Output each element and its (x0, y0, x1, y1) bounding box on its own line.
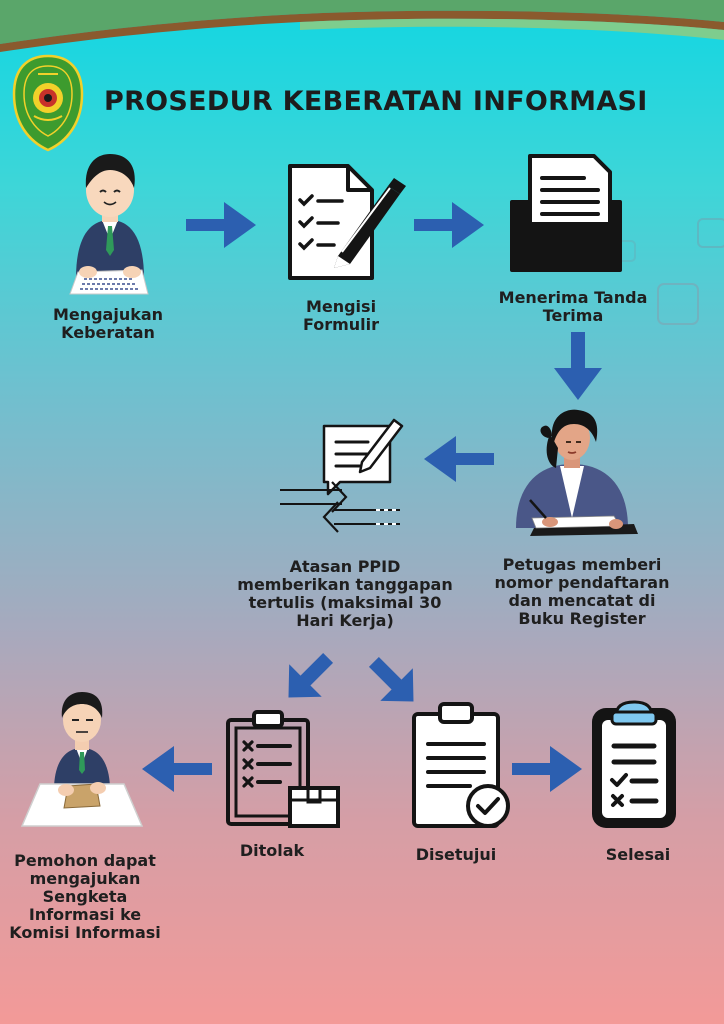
label-line: Ditolak (239, 841, 305, 860)
label-line: Selesai (605, 845, 671, 864)
form-with-pen-icon (288, 164, 406, 280)
right-arrow-icon (512, 746, 582, 792)
step-label-selesai: Selesai (590, 846, 686, 864)
left-arrow-icon (142, 746, 212, 792)
decor-square (697, 218, 724, 248)
step-label-mengisi-formulir: Mengisi Formulir (286, 298, 396, 334)
label-line: Keberatan (61, 323, 155, 342)
man-with-document-icon (69, 154, 149, 295)
label-line: Buku Register (518, 609, 646, 628)
label-line: Formulir (302, 315, 380, 334)
folder-with-document-icon (510, 154, 622, 272)
message-exchange-icon (280, 418, 404, 533)
label-line: Sengketa (42, 887, 128, 906)
label-line: Mengisi (305, 297, 377, 316)
down-left-arrow-icon (288, 652, 334, 698)
label-line: dan mencatat di (508, 591, 656, 610)
down-arrow-icon (554, 332, 602, 400)
court-logo (12, 54, 84, 152)
approved-clipboard-icon (412, 702, 510, 828)
label-line: Disetujui (415, 845, 497, 864)
step-label-petugas: Petugas memberi nomor pendaftaran dan me… (492, 556, 672, 628)
step-label-mengajukan-keberatan: Mengajukan Keberatan (46, 306, 170, 342)
step-label-disetujui: Disetujui (406, 846, 506, 864)
page-title: PROSEDUR KEBERATAN INFORMASI (104, 86, 648, 117)
down-right-arrow-icon (368, 656, 414, 702)
label-line: nomor pendaftaran (494, 573, 670, 592)
label-line: tertulis (maksimal 30 (248, 593, 442, 612)
rejected-clipboard-icon (226, 710, 340, 828)
label-line: Pemohon dapat (14, 851, 156, 870)
left-arrow-icon (424, 436, 494, 482)
right-arrow-icon (414, 202, 484, 248)
woman-writing-icon (516, 409, 638, 536)
step-label-ditolak: Ditolak (224, 842, 320, 860)
label-line: Komisi Informasi (9, 923, 161, 942)
label-line: Menerima Tanda (498, 288, 648, 307)
step-label-pemohon: Pemohon dapat mengajukan Sengketa Inform… (2, 852, 168, 942)
label-line: Petugas memberi (502, 555, 662, 574)
step-label-menerima-tanda-terima: Menerima Tanda Terima (490, 289, 656, 325)
top-wave-decoration (0, 0, 724, 53)
man-at-desk-icon (20, 692, 144, 827)
decor-square (657, 283, 699, 325)
label-line: Terima (542, 306, 604, 325)
label-line: Hari Kerja) (296, 611, 394, 630)
label-line: Informasi ke (28, 905, 142, 924)
label-line: memberikan tanggapan (237, 575, 453, 594)
step-label-atasan-ppid: Atasan PPID memberikan tanggapan tertuli… (230, 558, 460, 630)
checklist-clipboard-icon (592, 700, 676, 828)
label-line: Atasan PPID (289, 557, 401, 576)
right-arrow-icon (186, 202, 256, 248)
label-line: mengajukan (29, 869, 141, 888)
label-line: Mengajukan (52, 305, 164, 324)
